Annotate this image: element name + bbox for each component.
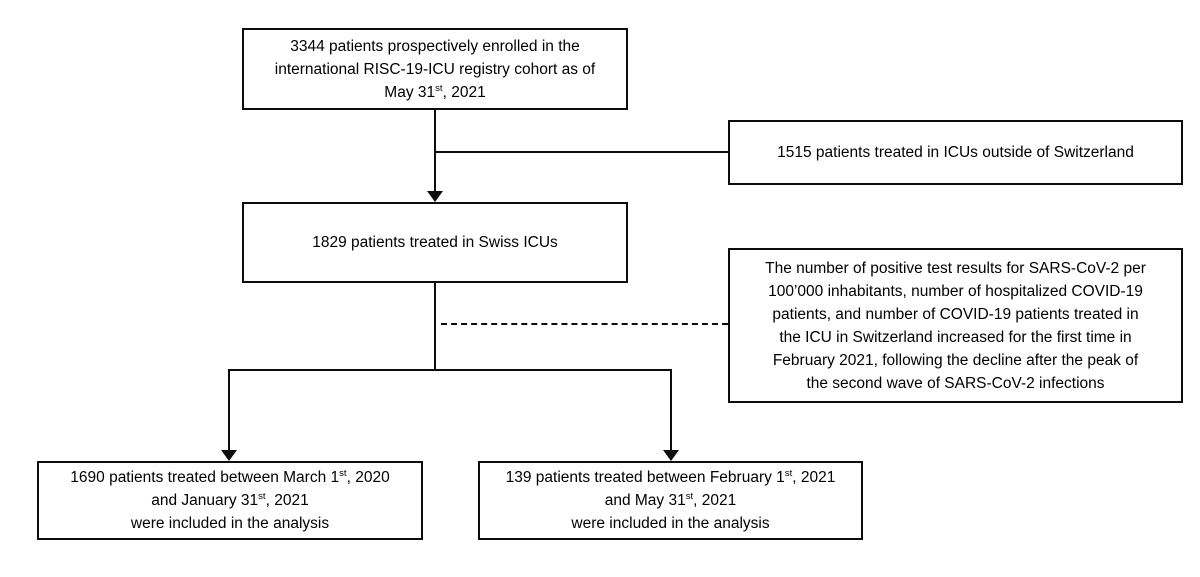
box-text-line: The number of positive test results for … [765, 257, 1146, 280]
arrowhead-swiss-icus [427, 191, 443, 202]
text-segment: 1690 patients treated between March 1 [70, 469, 340, 486]
box-text: 1690 patients treated between March 1st,… [70, 466, 389, 535]
text-segment: 100’000 inhabitants, number of hospitali… [768, 282, 1143, 300]
text-segment: 3344 patients prospectively enrolled in … [290, 37, 580, 55]
box-text-line: and May 31st, 2021 [506, 489, 836, 512]
box-text-line: international RISC-19-ICU registry cohor… [275, 58, 595, 81]
box-text-line: the second wave of SARS-CoV-2 infections [765, 372, 1146, 395]
text-segment: , 2021 [442, 83, 486, 101]
connector-branch-right-vertical [670, 369, 672, 451]
connector-branch-horizontal [228, 369, 672, 371]
text-segment: 1515 patients treated in ICUs outside of… [777, 144, 1134, 161]
text-segment: , 2021 [792, 469, 836, 486]
connector-middle-vertical [434, 283, 436, 371]
superscript-ordinal: st [435, 82, 443, 94]
text-segment: , 2021 [693, 492, 737, 509]
box-context-note: The number of positive test results for … [728, 248, 1183, 403]
box-text-line: 100’000 inhabitants, number of hospitali… [765, 280, 1146, 303]
box-enrolled-total: 3344 patients prospectively enrolled in … [242, 28, 628, 110]
text-segment: patients, and number of COVID-19 patient… [772, 305, 1139, 323]
box-text-line: 1829 patients treated in Swiss ICUs [312, 231, 558, 254]
box-first-period-included: 1690 patients treated between March 1st,… [37, 461, 423, 540]
arrowhead-second-period [663, 450, 679, 461]
connector-branch-left-vertical [228, 369, 230, 451]
box-text-line: May 31st, 2021 [275, 81, 595, 104]
text-segment: February 2021, following the decline aft… [772, 351, 1139, 369]
box-text: 3344 patients prospectively enrolled in … [275, 35, 595, 104]
superscript-ordinal: st [685, 490, 694, 502]
box-text-line: were included in the analysis [70, 512, 389, 535]
box-text-line: 1690 patients treated between March 1st,… [70, 466, 389, 489]
box-text: 139 patients treated between February 1s… [506, 466, 836, 535]
box-text-line: February 2021, following the decline aft… [765, 349, 1146, 372]
connector-outside-horizontal [434, 151, 728, 153]
text-segment: the second wave of SARS-CoV-2 infections [806, 374, 1105, 392]
text-segment: The number of positive test results for … [765, 259, 1146, 277]
box-outside-switzerland: 1515 patients treated in ICUs outside of… [728, 120, 1183, 185]
text-segment: , 2021 [265, 492, 309, 509]
text-segment: May 31 [384, 83, 436, 101]
text-segment: international RISC-19-ICU registry cohor… [274, 60, 596, 78]
text-segment: , 2020 [346, 469, 390, 486]
text-segment: 1829 patients treated in Swiss ICUs [312, 234, 558, 251]
box-text-line: patients, and number of COVID-19 patient… [765, 303, 1146, 326]
text-segment: and January 31 [151, 492, 259, 509]
superscript-ordinal: st [784, 467, 793, 479]
box-swiss-icus: 1829 patients treated in Swiss ICUs [242, 202, 628, 283]
superscript-ordinal: st [339, 467, 347, 479]
box-text-line: 139 patients treated between February 1s… [506, 466, 836, 489]
box-text-line: 3344 patients prospectively enrolled in … [275, 35, 595, 58]
box-second-period-included: 139 patients treated between February 1s… [478, 461, 863, 540]
box-text: The number of positive test results for … [765, 257, 1146, 395]
text-segment: 139 patients treated between February 1 [505, 469, 785, 486]
box-text-line: the ICU in Switzerland increased for the… [765, 326, 1146, 349]
arrowhead-first-period [221, 450, 237, 461]
box-text-line: and January 31st, 2021 [70, 489, 389, 512]
box-text-line: were included in the analysis [506, 512, 836, 535]
box-text-line: 1515 patients treated in ICUs outside of… [777, 141, 1134, 164]
connector-context-dashed [441, 323, 728, 325]
text-segment: and May 31 [604, 492, 686, 509]
text-segment: were included in the analysis [571, 515, 770, 532]
text-segment: were included in the analysis [130, 515, 330, 532]
superscript-ordinal: st [258, 490, 266, 502]
text-segment: the ICU in Switzerland increased for the… [779, 328, 1132, 346]
